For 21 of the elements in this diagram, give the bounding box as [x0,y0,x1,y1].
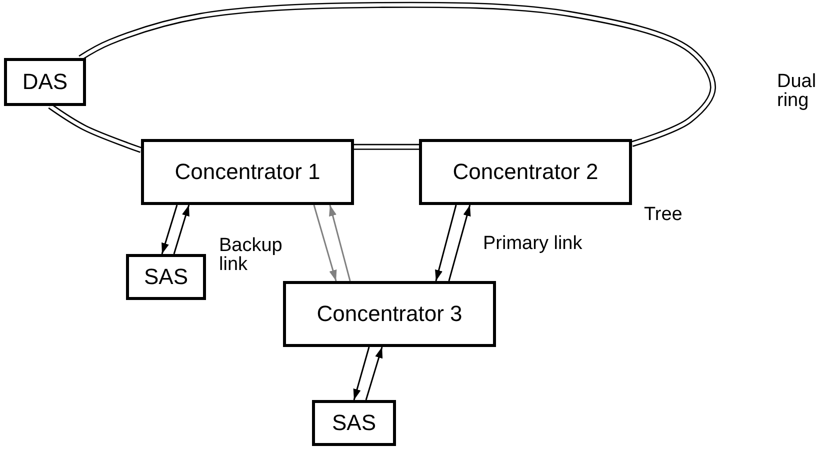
concentrator-box: Concentrator 3 [283,281,496,347]
link-arrow [173,204,190,254]
station-box: DAS [4,58,86,106]
ring-cable [48,104,142,153]
link-arrow [365,346,383,400]
link-arrow [435,204,457,282]
concentrator-box: Concentrator 2 [419,139,632,205]
tree-label: Tree [644,205,684,224]
link-label: Backup link [219,236,284,274]
link-arrow [353,346,370,400]
link-label: Primary link [483,234,584,253]
link-arrow [448,204,471,282]
station-box: SAS [126,254,206,300]
link-arrow [329,204,351,282]
ring-cable [78,2,716,147]
ring-cable [354,144,419,150]
ring-label: Dual ring [777,72,818,110]
link-arrow [313,204,337,282]
concentrator-box: Concentrator 1 [141,139,354,205]
station-box: SAS [312,400,396,446]
link-arrow [161,204,178,254]
